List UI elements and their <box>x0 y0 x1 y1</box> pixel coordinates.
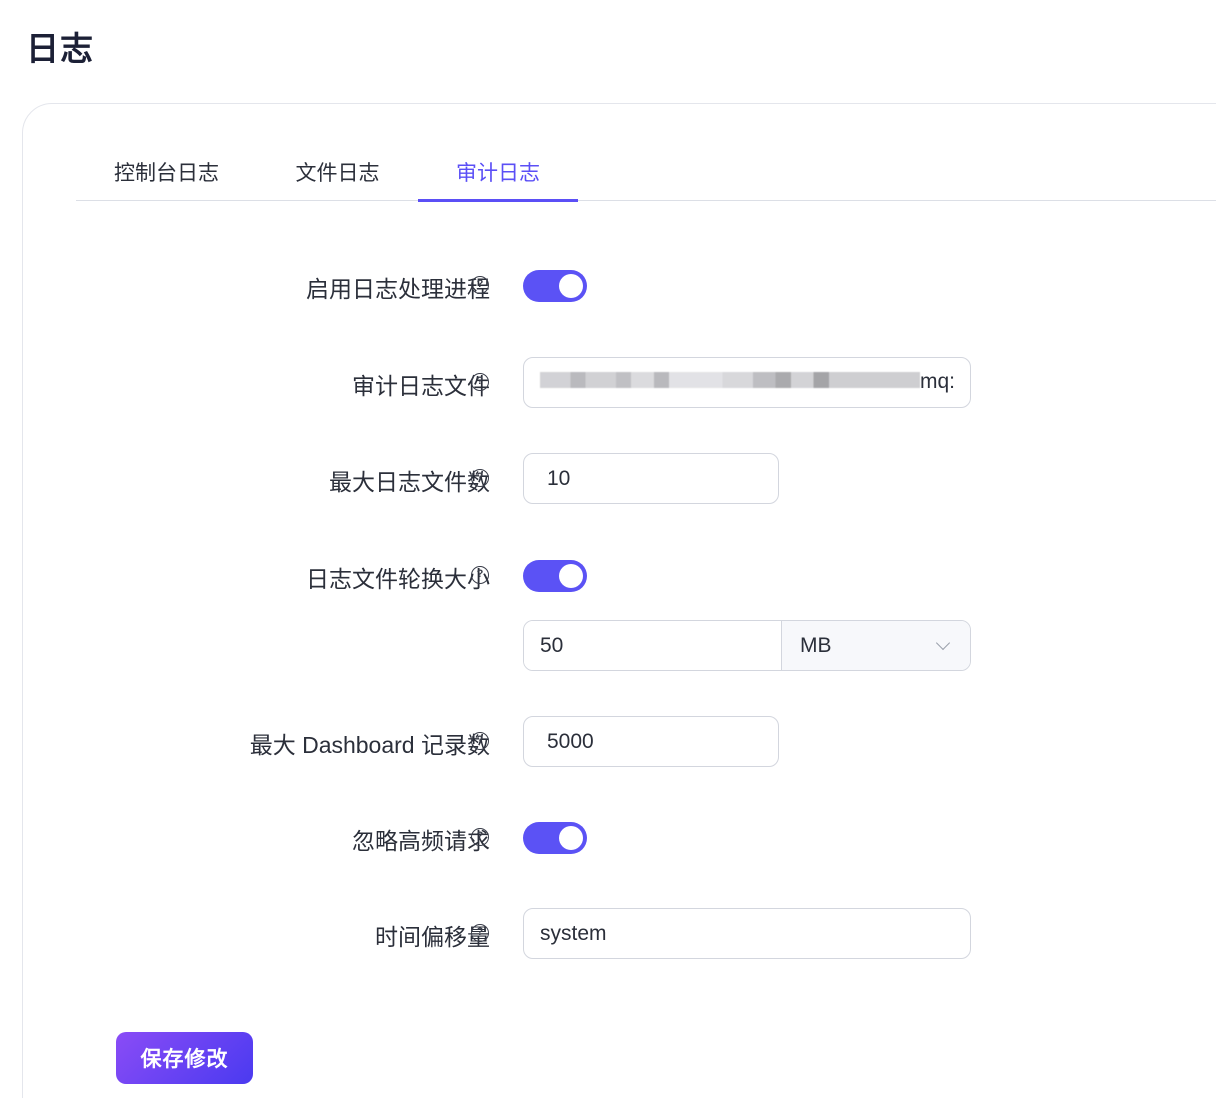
help-icon[interactable]: ? <box>471 732 489 750</box>
rotate-size-input[interactable]: 50 <box>524 621 782 670</box>
tab-audit-log[interactable]: 审计日志 <box>418 142 578 202</box>
max-dashboard-records-input[interactable]: 5000 <box>523 716 779 767</box>
help-icon[interactable]: ? <box>471 373 489 391</box>
time-offset-input[interactable]: system <box>523 908 971 959</box>
enable-log-process-toggle[interactable] <box>523 270 587 302</box>
log-rotate-size-toggle[interactable] <box>523 560 587 592</box>
unit-selected-value: MB <box>800 633 832 657</box>
tab-console-log[interactable]: 控制台日志 <box>114 161 219 185</box>
help-icon[interactable]: ? <box>471 276 489 294</box>
field-label: 审计日志文件 <box>352 373 490 399</box>
help-icon[interactable]: ? <box>471 828 489 846</box>
ignore-high-freq-toggle[interactable] <box>523 822 587 854</box>
field-label: 最大 Dashboard 记录数 <box>249 732 490 758</box>
rotate-size-unit-select[interactable]: MB <box>782 621 970 670</box>
log-rotate-size-input-group: 50 MB <box>523 620 971 671</box>
field-label: 时间偏移量 <box>375 924 490 950</box>
help-icon[interactable]: ? <box>471 924 489 942</box>
help-icon[interactable]: ? <box>471 566 489 584</box>
toggle-knob <box>559 564 583 588</box>
field-label: 最大日志文件数 <box>329 469 490 495</box>
field-label: 日志文件轮换大小 <box>306 566 490 592</box>
redacted-path <box>540 372 920 388</box>
save-changes-button[interactable]: 保存修改 <box>116 1032 253 1084</box>
max-log-files-input[interactable]: 10 <box>523 453 779 504</box>
help-icon[interactable]: ? <box>471 469 489 487</box>
tab-file-log[interactable]: 文件日志 <box>295 161 380 185</box>
audit-log-file-input[interactable]: mq: <box>523 357 971 408</box>
log-tabs: 控制台日志 文件日志 审计日志 <box>76 142 1216 202</box>
field-label: 忽略高频请求 <box>352 828 490 854</box>
page-title: 日志 <box>26 30 94 67</box>
field-label: 启用日志处理进程 <box>306 276 490 302</box>
chevron-down-icon <box>935 635 951 651</box>
settings-card: 控制台日志 文件日志 审计日志 启用日志处理进程 ? 审计日志文件 ? mq: … <box>22 103 1216 1098</box>
toggle-knob <box>559 826 583 850</box>
path-suffix: mq: <box>920 370 956 393</box>
toggle-knob <box>559 274 583 298</box>
